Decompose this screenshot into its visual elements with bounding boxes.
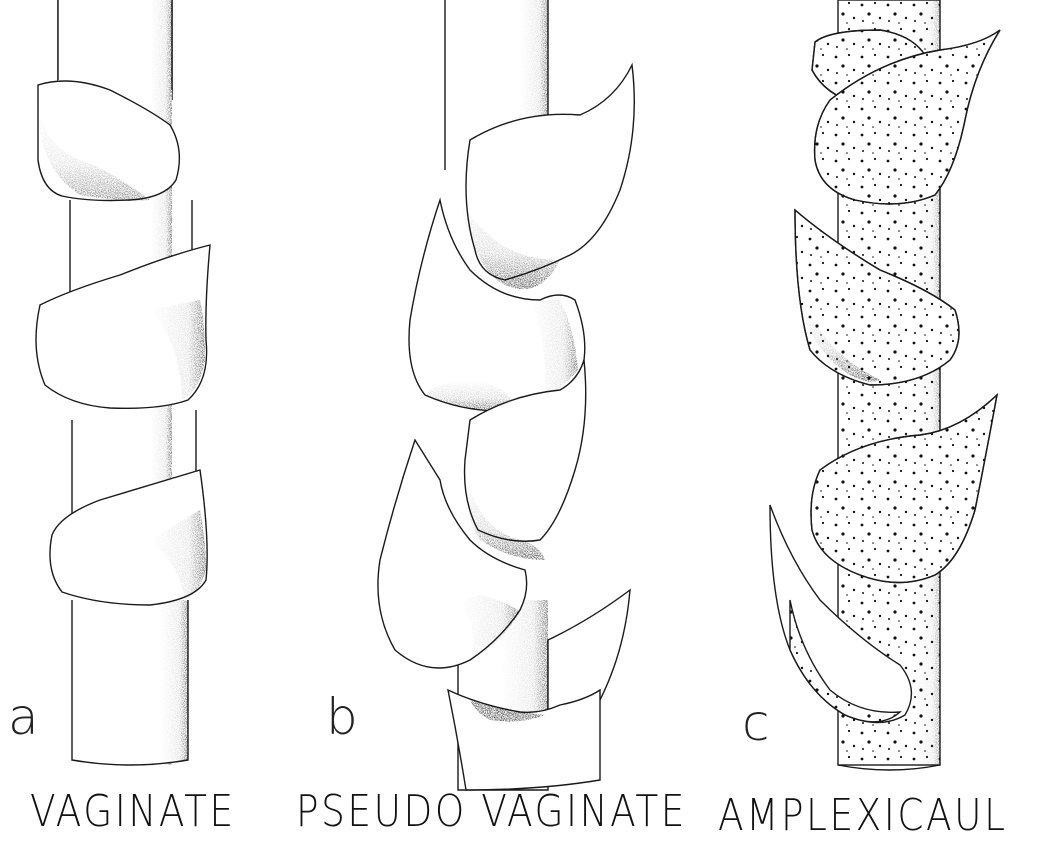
panel-letter-b: b xyxy=(326,692,358,742)
stem-a-drawing xyxy=(36,0,210,765)
panel-letter-a: a xyxy=(8,692,39,742)
panel-letter-c: c xyxy=(742,698,770,748)
panel-caption-a: VAGINATE xyxy=(30,790,236,834)
stem-c-drawing xyxy=(770,0,1000,770)
panel-caption-b: PSEUDO VAGINATE xyxy=(296,790,687,834)
panel-caption-c: AMPLEXICAUL xyxy=(718,794,1007,838)
stem-b-drawing xyxy=(378,0,634,790)
